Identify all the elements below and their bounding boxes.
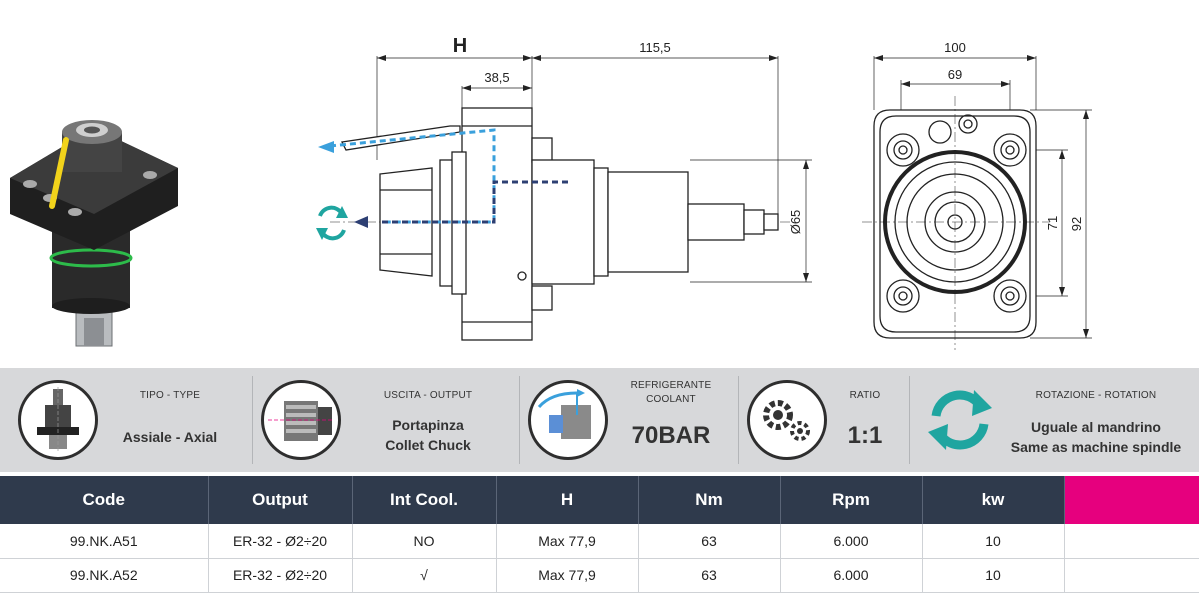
column-header-kw: kw — [922, 476, 1065, 524]
dim-bolt-spacing-label: 69 — [948, 67, 962, 82]
coolant-flow-lines — [318, 128, 568, 228]
spec-divider — [738, 376, 739, 464]
column-header-nm: Nm — [638, 476, 781, 524]
spec-ratio-label: RATIO — [849, 390, 881, 401]
dim-diameter-label: Ø65 — [788, 210, 803, 235]
spec-ratio: RATIO 1:1 — [739, 368, 909, 472]
cell-code: 99.NK.A52 — [0, 558, 209, 593]
gears-icon — [747, 380, 827, 460]
spec-coolant: REFRIGERANTE COOLANT 70BAR — [520, 368, 738, 472]
rotation-symbol-small — [316, 205, 348, 241]
spec-output-label: USCITA - OUTPUT — [383, 390, 473, 401]
rotation-arrows-icon — [922, 382, 998, 458]
spec-rotation-label: ROTAZIONE - ROTATION — [1035, 390, 1157, 401]
spec-coolant-label-line2: COOLANT — [646, 394, 696, 405]
column-header-h: H — [496, 476, 639, 524]
cell-int-cool: NO — [352, 524, 497, 559]
cell-kw: 10 — [922, 524, 1065, 559]
dim-h-label: H — [453, 35, 467, 57]
spec-coolant-label-line1: REFRIGERANTE — [630, 380, 712, 391]
spec-output: USCITA - OUTPUT Portapinza Collet Chuck — [253, 368, 519, 472]
spec-strip: TIPO - TYPE Assiale - Axial USCITA - OUT… — [0, 368, 1199, 472]
product-photo — [10, 120, 178, 347]
coolant-icon — [528, 380, 608, 460]
spec-rotation-value-line1: Uguale al mandrino — [1031, 419, 1161, 435]
column-header-rpm: Rpm — [780, 476, 923, 524]
axial-tool-icon — [18, 380, 98, 460]
spec-divider — [519, 376, 520, 464]
cell-code: 99.NK.A51 — [0, 524, 209, 559]
spec-rotation-value-line2: Same as machine spindle — [1010, 439, 1182, 455]
column-header-int-cool: Int Cool. — [352, 476, 497, 524]
dim-bolt-vertical-label: 71 — [1045, 216, 1060, 230]
collet-chuck-icon — [261, 380, 341, 460]
front-view-drawing — [862, 55, 1092, 350]
column-header-code: Code — [0, 476, 209, 524]
table-row: 99.NK.A51 ER-32 - Ø2÷20 NO Max 77,9 63 6… — [0, 524, 1199, 559]
cell-rpm: 6.000 — [780, 558, 923, 593]
table-row: 99.NK.A52 ER-32 - Ø2÷20 √ Max 77,9 63 6.… — [0, 558, 1199, 593]
dim-height-label: 92 — [1069, 217, 1084, 231]
cell-h: Max 77,9 — [496, 558, 639, 593]
table-header-row: Code Output Int Cool. H Nm Rpm kw — [0, 476, 1199, 524]
spec-type-value: Assiale - Axial — [122, 429, 218, 445]
cell-h: Max 77,9 — [496, 524, 639, 559]
column-header-output: Output — [208, 476, 353, 524]
dim-offset-label: 38,5 — [484, 70, 509, 85]
cell-kw: 10 — [922, 558, 1065, 593]
spec-divider — [909, 376, 910, 464]
cell-int-cool: √ — [352, 558, 497, 593]
side-view-drawing — [330, 55, 812, 341]
spec-output-value-line2: Collet Chuck — [385, 437, 471, 453]
cell-nm: 63 — [638, 558, 781, 593]
spec-divider — [252, 376, 253, 464]
dim-width-label: 100 — [944, 40, 966, 55]
column-header-accent — [1064, 476, 1199, 524]
dimension-labels: H 38,5 115,5 100 69 Ø65 71 92 — [453, 35, 1084, 234]
cell-output: ER-32 - Ø2÷20 — [208, 558, 353, 593]
spec-type: TIPO - TYPE Assiale - Axial — [0, 368, 252, 472]
cell-nm: 63 — [638, 524, 781, 559]
spec-table: Code Output Int Cool. H Nm Rpm kw 99.NK.… — [0, 476, 1199, 593]
dim-length-label: 115,5 — [639, 40, 671, 55]
cell-rpm: 6.000 — [780, 524, 923, 559]
cell-extra — [1064, 558, 1199, 593]
cell-extra — [1064, 524, 1199, 559]
spec-ratio-value: 1:1 — [847, 422, 883, 449]
technical-drawing-area: H 38,5 115,5 100 69 Ø65 71 92 — [10, 35, 1092, 350]
spec-type-label: TIPO - TYPE — [139, 390, 201, 401]
technical-drawing-svg: H 38,5 115,5 100 69 Ø65 71 92 — [10, 35, 1092, 350]
spec-coolant-value: 70BAR — [631, 422, 711, 449]
spec-rotation: ROTAZIONE - ROTATION Uguale al mandrino … — [910, 368, 1199, 472]
spec-output-value-line1: Portapinza — [392, 417, 464, 433]
cell-output: ER-32 - Ø2÷20 — [208, 524, 353, 559]
